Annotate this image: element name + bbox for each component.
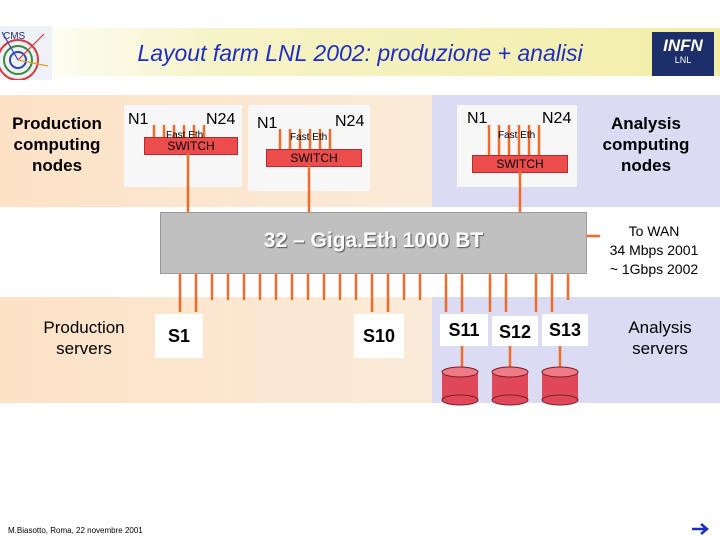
server-s11: S11 [440,314,488,346]
disk-icon [441,366,479,406]
label-line: computing [602,135,690,154]
production-servers-label: Production servers [28,317,140,359]
label-line: Analysis [611,114,681,133]
rack-2-n1: N1 [257,115,278,132]
production-nodes-label: Production computing nodes [4,113,110,176]
server-s13: S13 [542,314,588,346]
switch-2: SWITCH [266,149,362,167]
rack-2-n24: N24 [335,113,365,130]
label-line: Analysis [628,318,692,337]
switch-1: SWITCH [144,137,238,155]
analysis-servers-label: Analysis servers [604,317,716,359]
switch-3: SWITCH [472,155,568,173]
server-s12: S12 [492,316,538,346]
lnl-label: LNL [674,55,692,65]
node-rack-3 [457,105,577,187]
server-s1: S1 [155,314,203,358]
server-s10: S10 [354,314,404,358]
analysis-nodes-label: Analysis computing nodes [590,113,702,176]
infn-label: INFN [663,36,703,55]
footer-credit: M.Biasotto, Roma, 22 novembre 2001 [8,526,143,535]
label-line: ~ 1Gbps 2002 [609,261,699,277]
label-line: servers [56,339,112,358]
rack-3-fast-eth: Fast Eth [498,130,536,141]
rack-2-fast-eth: Fast Eth [290,132,328,143]
title-bar [0,28,720,76]
disk-group [441,366,579,406]
page-title: Layout farm LNL 2002: produzione + anali… [137,40,583,66]
label-line: To WAN [628,223,680,239]
gigabit-backbone: 32 – Giga.Eth 1000 BT [160,212,587,274]
rack-3-n1: N1 [467,110,488,127]
label-line: servers [632,339,688,358]
cms-label: CMS [3,31,26,42]
label-line: Production [12,114,102,133]
label-line: Production [43,318,125,337]
rack-1-n24: N24 [206,111,236,128]
rack-3-cables [487,125,541,155]
disk-icon [491,366,529,406]
rack-1-fast-eth: Fast Eth [166,130,204,141]
label-line: nodes [31,156,83,175]
label-line: 34 Mbps 2001 [609,242,699,258]
wan-label: To WAN 34 Mbps 2001 ~ 1Gbps 2002 [590,222,718,279]
infn-logo: INFN LNL [652,32,714,76]
label-line: nodes [620,156,672,175]
disk-icon [541,366,579,406]
rack-3-n24: N24 [542,110,572,127]
rack-1-n1: N1 [128,111,149,128]
label-line: computing [13,135,101,154]
cms-logo: CMS [0,26,52,81]
backbone-label: 32 – Giga.Eth 1000 BT [263,229,484,252]
next-slide-icon[interactable] [690,522,712,536]
